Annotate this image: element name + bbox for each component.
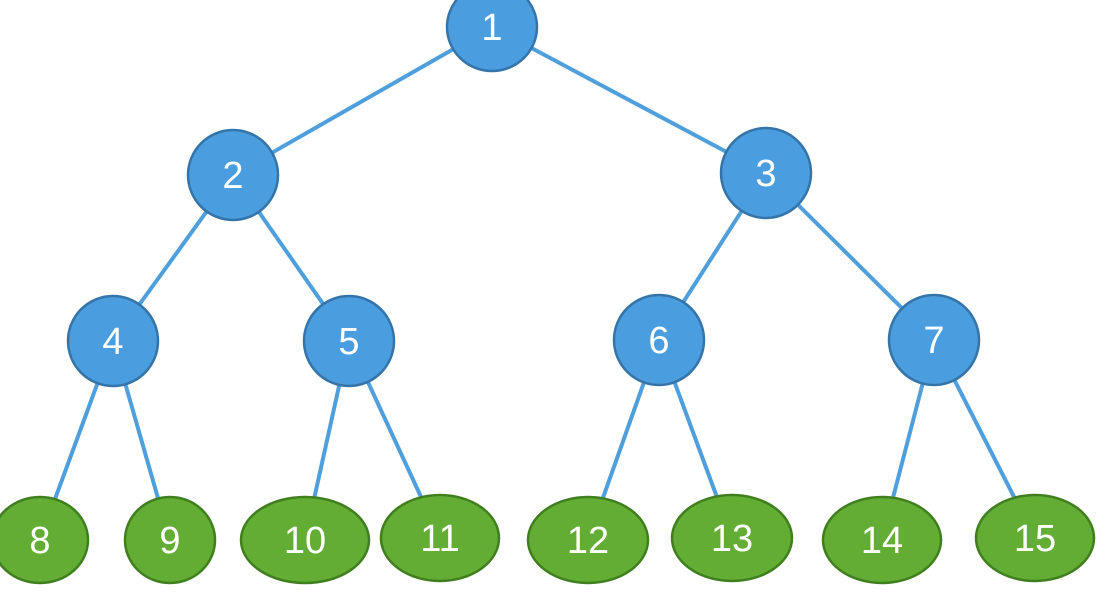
tree-node-1: 1: [445, 0, 539, 73]
node-label-14: 14: [861, 520, 903, 562]
leaf-node-shape-9: [123, 495, 217, 585]
tree-node-2: 2: [186, 128, 280, 222]
tree-node-7: 7: [887, 293, 981, 387]
node-label-10: 10: [284, 520, 326, 562]
node-label-8: 8: [29, 520, 50, 562]
internal-node-shape-4: [66, 294, 160, 388]
tree-node-3: 3: [719, 126, 813, 220]
node-label-2: 2: [222, 155, 243, 197]
tree-node-9: 9: [123, 495, 217, 585]
leaf-node-shape-13: [670, 493, 794, 583]
internal-node-shape-1: [445, 0, 539, 73]
tree-node-5: 5: [302, 294, 396, 388]
tree-node-13: 13: [670, 493, 794, 583]
internal-node-shape-5: [302, 294, 396, 388]
tree-node-15: 15: [974, 493, 1096, 583]
node-label-7: 7: [923, 320, 944, 362]
leaf-node-shape-10: [239, 495, 371, 585]
node-label-12: 12: [567, 520, 609, 562]
node-label-9: 9: [159, 520, 180, 562]
internal-node-shape-6: [612, 293, 706, 387]
leaf-node-shape-11: [379, 493, 501, 583]
tree-node-6: 6: [612, 293, 706, 387]
node-label-11: 11: [420, 518, 459, 560]
leaf-node-shape-8: [0, 495, 90, 585]
node-label-6: 6: [648, 320, 669, 362]
internal-node-shape-7: [887, 293, 981, 387]
edges-layer: [38, 25, 1037, 542]
node-label-3: 3: [755, 153, 776, 195]
tree-node-10: 10: [239, 495, 371, 585]
edge-1-2: [231, 25, 494, 177]
edge-1-3: [490, 25, 768, 175]
internal-node-shape-2: [186, 128, 280, 222]
tree-node-11: 11: [379, 493, 501, 583]
tree-node-4: 4: [66, 294, 160, 388]
tree-node-14: 14: [821, 495, 943, 585]
node-label-1: 1: [481, 7, 502, 49]
node-label-4: 4: [102, 321, 123, 363]
leaf-node-shape-14: [821, 495, 943, 585]
node-label-15: 15: [1014, 518, 1056, 560]
node-label-5: 5: [338, 321, 359, 363]
tree-node-12: 12: [526, 495, 650, 585]
internal-node-shape-3: [719, 126, 813, 220]
leaf-node-shape-12: [526, 495, 650, 585]
leaf-node-shape-15: [974, 493, 1096, 583]
tree-node-8: 8: [0, 495, 90, 585]
node-label-13: 13: [711, 518, 753, 560]
